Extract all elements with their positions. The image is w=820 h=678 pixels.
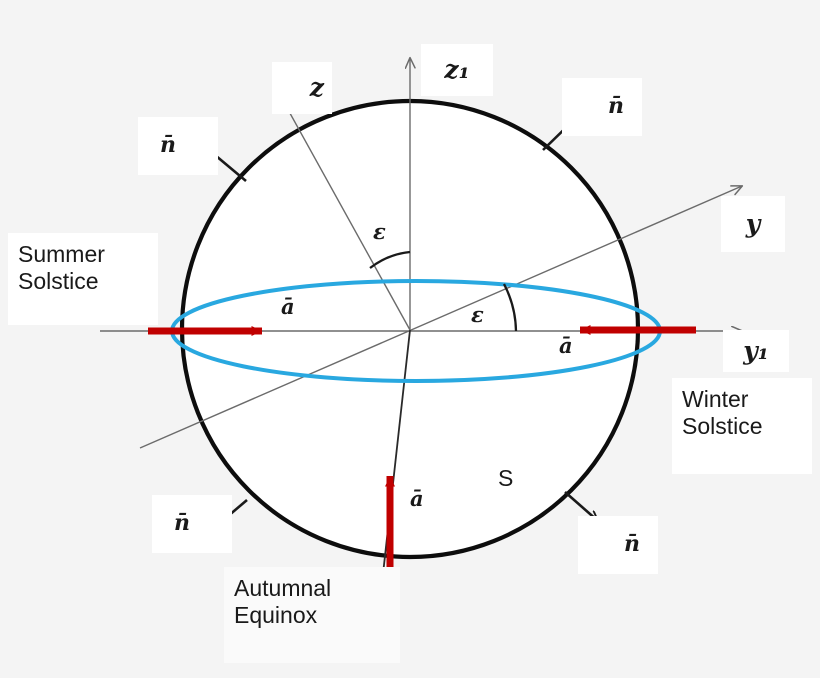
angle-label-epsilon-upper-text: ε xyxy=(373,219,386,244)
axis-label-y1: y₁ xyxy=(723,330,789,372)
vector-label-n-lower-right-text: n̄ xyxy=(624,531,640,558)
axis-label-y1-text: y₁ xyxy=(743,336,769,366)
season-label-winter-solstice: Winter Solstice xyxy=(672,378,812,474)
z-axis-lower-segment xyxy=(380,329,411,593)
vector-label-a-summer: ā xyxy=(281,294,295,319)
epsilon-lower-arc xyxy=(502,283,518,332)
vector-label-n-lower-left: n̄ xyxy=(152,495,232,553)
y-axis-line xyxy=(139,186,742,449)
vector-label-a-summer-text: ā xyxy=(281,294,295,319)
season-label-winter-solstice-text: Winter Solstice xyxy=(682,386,763,440)
vector-label-a-winter-text: ā xyxy=(559,333,573,358)
angle-label-epsilon-lower: ε xyxy=(471,302,484,327)
season-label-autumnal-equinox-text: Autumnal Equinox xyxy=(234,575,332,629)
vector-label-n-upper-right-text: n̄ xyxy=(608,93,624,120)
vector-label-n-lower-left-text: n̄ xyxy=(174,510,190,537)
axis-label-z1: z₁ xyxy=(421,44,493,96)
vector-label-n-upper-left-text: n̄ xyxy=(160,132,176,159)
season-label-autumnal-equinox: Autumnal Equinox xyxy=(224,567,400,663)
angle-label-epsilon-upper: ε xyxy=(373,219,386,244)
axis-label-y: y xyxy=(721,196,785,252)
vector-label-n-lower-right: n̄ xyxy=(578,516,658,574)
angle-label-epsilon-lower-text: ε xyxy=(471,302,484,327)
axis-label-z-text: z xyxy=(309,73,324,103)
axis-label-z1-text: z₁ xyxy=(444,55,470,85)
vector-label-a-autumnal: ā xyxy=(410,486,424,511)
epsilon-upper-arc xyxy=(369,250,411,269)
season-label-summer-solstice-text: Summer Solstice xyxy=(18,241,105,295)
vector-label-a-winter: ā xyxy=(559,333,573,358)
sphere-interior-label-s: S xyxy=(498,465,513,492)
sphere-interior-label-s-text: S xyxy=(498,465,514,491)
axis-label-z: z xyxy=(272,62,332,114)
z-axis-line xyxy=(281,97,411,331)
axis-label-y-text: y xyxy=(745,209,761,239)
season-label-summer-solstice: Summer Solstice xyxy=(8,233,158,325)
vector-label-n-upper-right: n̄ xyxy=(562,78,642,136)
vector-label-a-autumnal-text: ā xyxy=(410,486,424,511)
vector-label-n-upper-left: n̄ xyxy=(138,117,218,175)
